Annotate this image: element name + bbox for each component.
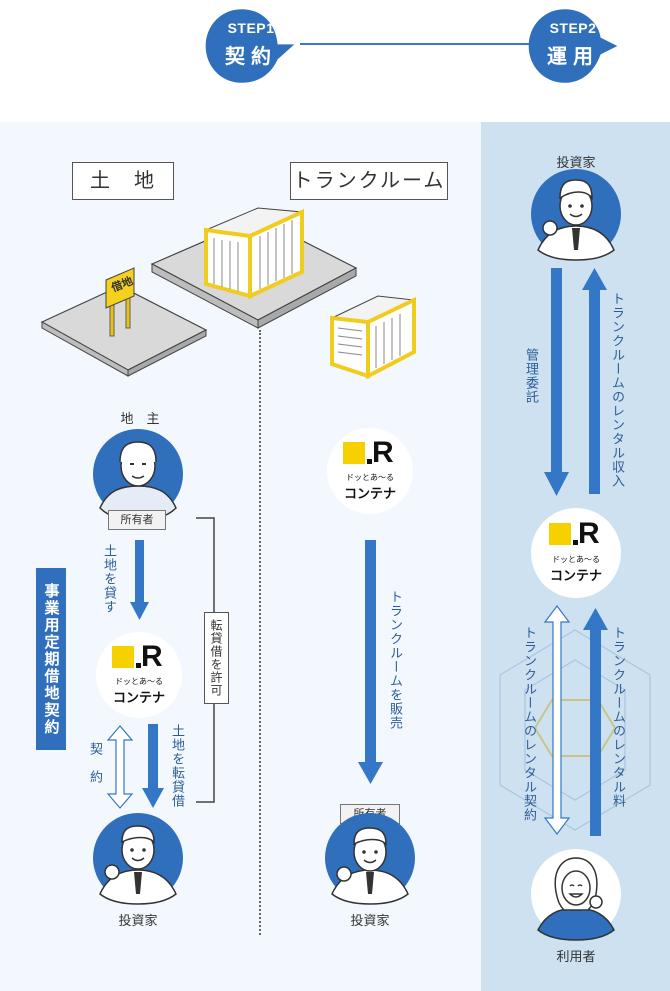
investor-avatar-center xyxy=(325,813,415,905)
landowner-avatar xyxy=(93,429,183,521)
step2-label: STEP2 xyxy=(549,20,597,36)
owner-tag-landowner: 所有者 xyxy=(108,510,166,530)
step1-title: 契約 xyxy=(225,46,277,68)
logo-mark-square xyxy=(112,646,134,668)
investor-label-right: 投資家 xyxy=(556,155,596,170)
business-lease-band: 事業用定期借地契約 xyxy=(36,568,66,750)
company-logo-center: R ドッとあ～る コンテナ xyxy=(327,428,413,514)
logo-dot xyxy=(367,459,372,464)
step1-badge-shape xyxy=(205,9,295,83)
logo-dot xyxy=(136,663,141,668)
logo-letter: R xyxy=(372,436,394,469)
logo-letter: R xyxy=(578,517,600,550)
lend-land-arrow xyxy=(130,540,149,620)
logo-subtext: ドッとあ～る xyxy=(346,473,394,482)
sell-trunk-room-arrow xyxy=(358,540,383,784)
sublease-text: 土地を転貸借 xyxy=(170,724,185,808)
logo-dot xyxy=(573,540,578,545)
land-label: 土 地 xyxy=(72,162,174,200)
landowner-label: 地 主 xyxy=(120,411,160,426)
column-divider xyxy=(259,330,261,935)
sell-trunk-room-text: トランクルームを販売 xyxy=(388,590,403,730)
step2-badge: STEP2 運用 xyxy=(534,20,612,69)
hexagon-pattern-decoration xyxy=(499,629,651,831)
sublease-arrow xyxy=(142,724,164,808)
investor-avatar-right xyxy=(531,169,621,261)
investor-avatar-left xyxy=(93,813,183,905)
logo-maintext: コンテナ xyxy=(549,568,602,583)
logo-mark-square xyxy=(549,523,571,545)
logo-maintext: コンテナ xyxy=(343,486,396,501)
logo-letter: R xyxy=(141,640,163,673)
logo-mark-square xyxy=(343,442,365,464)
rental-contract-text: トランクルームのレンタル契約 xyxy=(522,626,537,822)
contract-double-arrow xyxy=(106,725,134,809)
step2-badge-shape xyxy=(528,9,618,83)
rental-income-arrow xyxy=(582,268,607,494)
logo-subtext: ドッとあ～る xyxy=(115,677,163,686)
lend-land-text: 土地を貸す xyxy=(102,544,117,614)
company-logo-right: R ドッとあ～る コンテナ xyxy=(531,508,621,598)
contract-text: 契 約 xyxy=(88,742,103,784)
trunk-room-label: トランクルーム xyxy=(290,162,448,200)
rental-income-text: トランクルームのレンタル収入 xyxy=(610,292,625,488)
management-arrow xyxy=(544,268,569,496)
step1-badge: STEP1 契約 xyxy=(212,20,290,69)
rental-fee-arrow xyxy=(583,608,608,836)
step2-title: 運用 xyxy=(547,46,599,68)
sublease-permit-text: 転貸借を許可 xyxy=(204,612,229,704)
step-connector-line xyxy=(300,43,536,45)
investor-label-left: 投資家 xyxy=(118,913,158,928)
rental-contract-double-arrow xyxy=(543,605,571,835)
logo-maintext: コンテナ xyxy=(112,690,165,705)
rental-fee-text: トランクルームのレンタル料 xyxy=(611,626,626,808)
user-label: 利用者 xyxy=(556,949,596,964)
user-avatar xyxy=(531,849,621,941)
logo-subtext: ドッとあ～る xyxy=(552,555,600,564)
investor-label-center: 投資家 xyxy=(350,913,390,928)
step1-label: STEP1 xyxy=(227,20,275,36)
management-text: 管理委託 xyxy=(524,348,539,404)
company-logo-left: R ドッとあ～る コンテナ xyxy=(96,632,182,718)
